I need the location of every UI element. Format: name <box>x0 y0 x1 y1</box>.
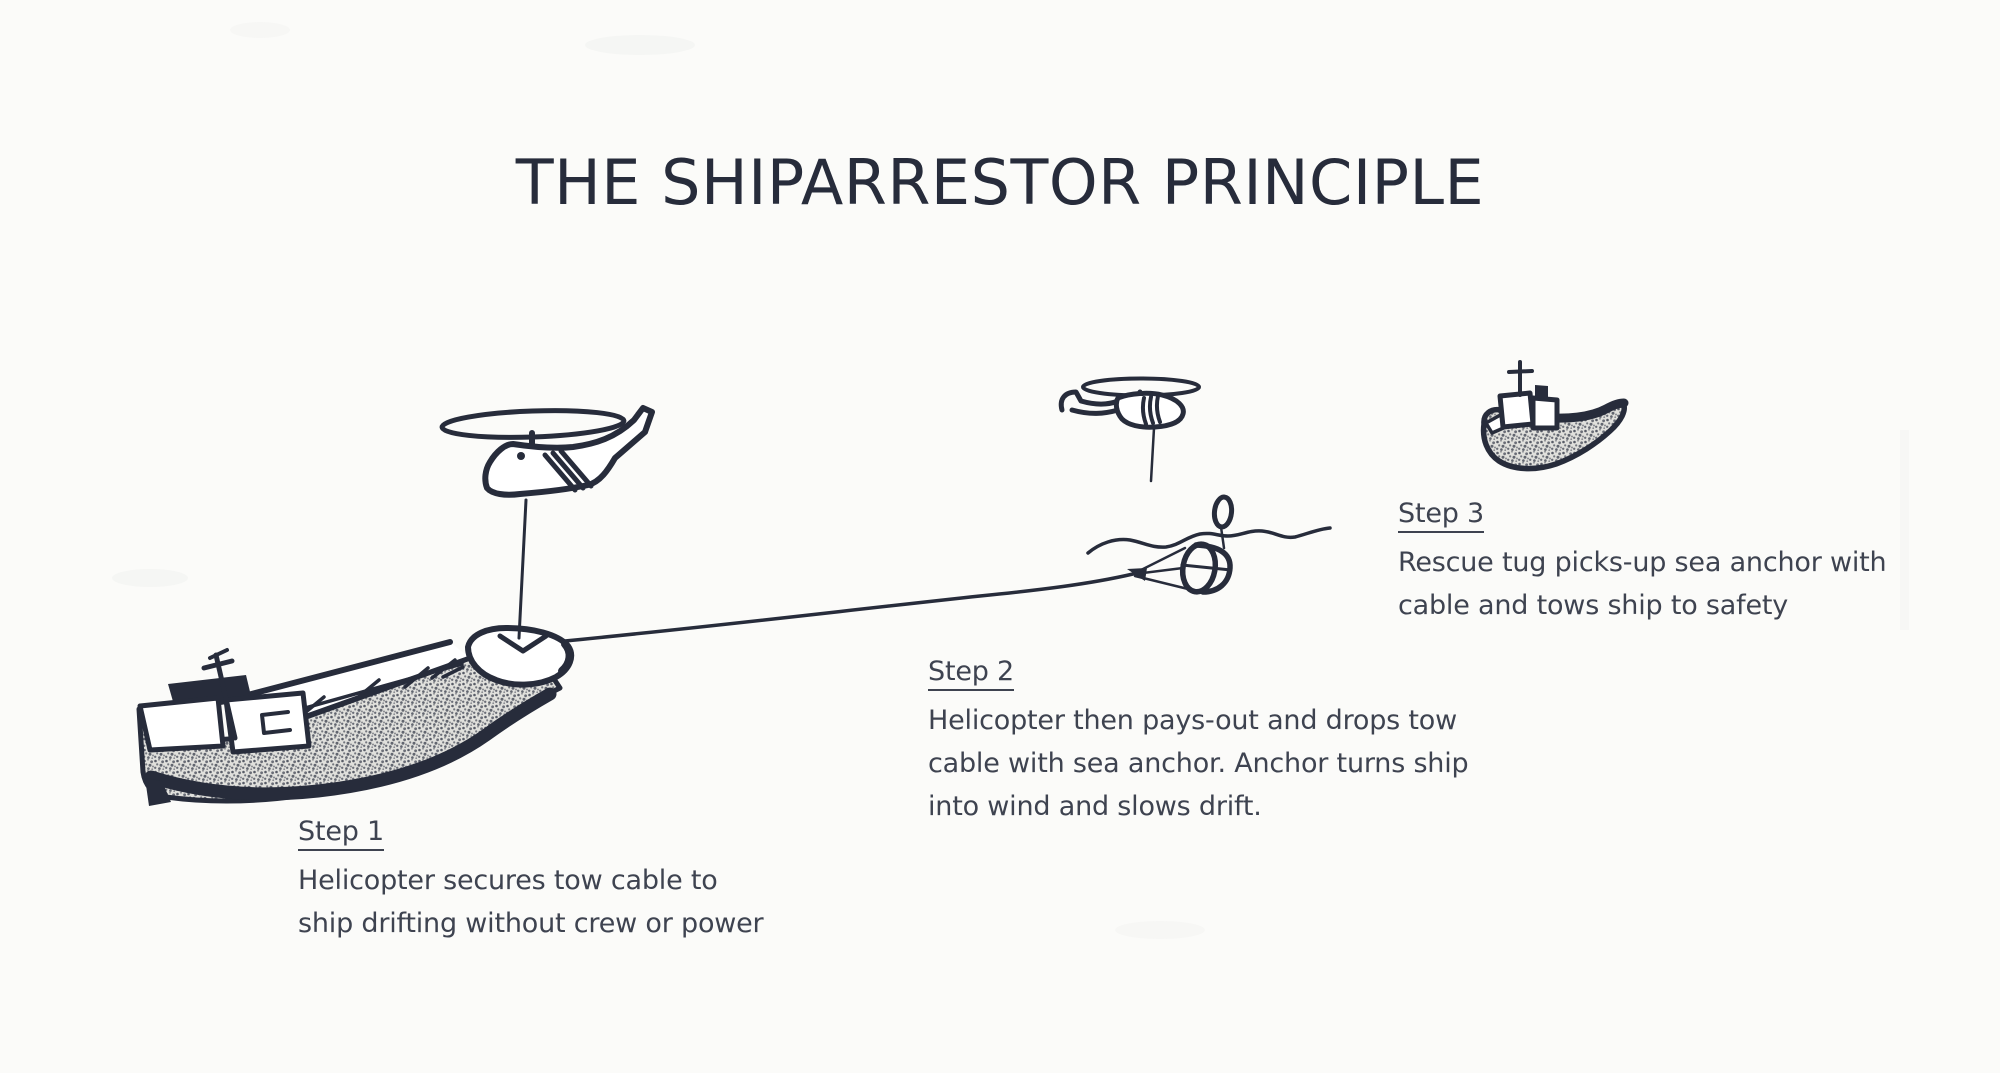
fuselage-stripes <box>542 448 594 493</box>
ship-mast-crossbar <box>201 658 235 671</box>
deckhouse-hatch <box>260 710 292 735</box>
tug-sheer-line <box>1535 398 1629 423</box>
step-1-line: ship drifting without crew or power <box>298 908 764 939</box>
rescue-tug-illustration <box>1480 360 1629 472</box>
step-1-annotation: Step 1 Helicopter secures tow cable to s… <box>298 810 764 945</box>
tow-helicopter-illustration <box>439 405 655 640</box>
tow-cable <box>563 572 1135 643</box>
step-2-heading: Step 2 <box>928 656 1014 691</box>
cockpit-window-dot <box>517 452 525 460</box>
tug-cabin-front <box>1497 390 1536 430</box>
stern-notch <box>497 633 549 654</box>
forecastle-box <box>137 695 226 753</box>
ship-forecastle <box>137 648 312 755</box>
step-1-line: Helicopter secures tow cable to <box>298 865 718 896</box>
deckhouse-box <box>223 690 312 755</box>
tug-mast-crossbar <box>1507 369 1534 374</box>
ship-mast-top-arm <box>208 648 229 660</box>
step-2-annotation: Step 2 Helicopter then pays-out and drop… <box>928 650 1469 828</box>
step-2-line: cable with sea anchor. Anchor turns ship <box>928 748 1469 779</box>
drop-helicopter-illustration <box>1058 376 1201 483</box>
lift-cable <box>517 498 528 640</box>
step-3-line: cable and tows ship to safety <box>1398 590 1789 621</box>
step-3-annotation: Step 3 Rescue tug picks-up sea anchor wi… <box>1398 492 1887 627</box>
float-tether <box>1219 525 1226 550</box>
step-2-line: into wind and slows drift. <box>928 791 1262 822</box>
step-3-heading: Step 3 <box>1398 498 1484 533</box>
step-2-line: Helicopter then pays-out and drops tow <box>928 705 1457 736</box>
drifting-ship-illustration <box>136 625 575 806</box>
sea-anchor-illustration <box>1086 494 1332 595</box>
anchor-rim-centerline <box>1180 563 1233 572</box>
stern-shadow <box>558 640 574 675</box>
drop-cable <box>1149 426 1156 483</box>
ship-stern <box>465 625 575 688</box>
step-3-line: Rescue tug picks-up sea anchor with <box>1398 547 1887 578</box>
fuselage-stripes <box>1140 394 1162 426</box>
tail-boom <box>1058 389 1121 416</box>
tug-stack <box>1535 385 1548 399</box>
ship-mast <box>213 652 238 741</box>
scan-smudges <box>112 22 1909 939</box>
anchor-bridle-lines <box>1133 546 1190 591</box>
ship-waterline <box>144 687 557 801</box>
diagram-title: THE SHIPARRESTOR PRINCIPLE <box>515 146 1485 219</box>
ship-bow-foot <box>145 778 171 806</box>
anchor-cone-bag <box>1193 542 1233 595</box>
tug-cabin-side <box>1530 395 1560 431</box>
step-1-heading: Step 1 <box>298 816 384 851</box>
water-line <box>1086 526 1332 555</box>
anchor-float <box>1211 494 1235 530</box>
